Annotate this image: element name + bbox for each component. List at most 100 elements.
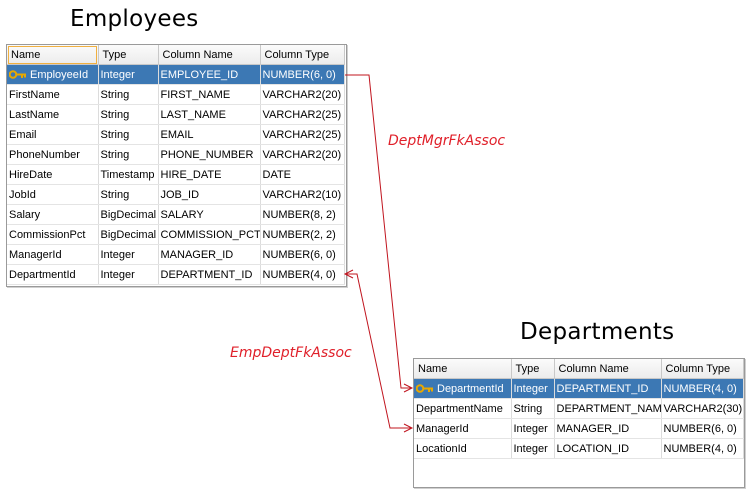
employees-header-row: Name Type Column Name Column Type — [7, 45, 345, 65]
cell-column-name[interactable]: SALARY — [158, 204, 261, 225]
cell-column-type[interactable]: VARCHAR2(25) — [260, 104, 345, 125]
header-name[interactable]: Name — [414, 359, 512, 379]
cell-name[interactable]: HireDate — [7, 164, 99, 185]
cell-column-name[interactable]: LAST_NAME — [158, 104, 261, 125]
header-column-type[interactable]: Column Type — [260, 45, 345, 65]
cell-name[interactable]: FirstName — [7, 84, 99, 105]
cell-name[interactable]: LocationId — [414, 438, 512, 459]
cell-type[interactable]: String — [98, 184, 159, 205]
cell-column-name[interactable]: COMMISSION_PCT — [158, 224, 261, 245]
cell-name[interactable]: Email — [7, 124, 99, 145]
cell-type[interactable]: Integer — [98, 244, 159, 265]
cell-column-type[interactable]: NUMBER(4, 0) — [260, 264, 345, 285]
cell-type[interactable]: String — [98, 124, 159, 145]
cell-type[interactable]: Integer — [98, 64, 159, 85]
cell-type[interactable]: Integer — [511, 418, 555, 439]
cell-column-type[interactable]: DATE — [260, 164, 345, 185]
cell-name-text: EmployeeId — [30, 68, 89, 81]
cell-type[interactable]: Integer — [511, 438, 555, 459]
cell-column-name[interactable]: LOCATION_ID — [554, 438, 662, 459]
dept-mgr-association-label: DeptMgrFkAssoc — [388, 133, 506, 149]
departments-table: Name Type Column Name Column Type Depart… — [414, 359, 744, 459]
cell-column-name[interactable]: MANAGER_ID — [554, 418, 662, 439]
employees-table: Name Type Column Name Column Type Employ… — [7, 45, 345, 285]
cell-column-type[interactable]: NUMBER(8, 2) — [260, 204, 345, 225]
employees-title: Employees — [70, 6, 199, 32]
cell-name[interactable]: Salary — [7, 204, 99, 225]
emp-dept-association-label: EmpDeptFkAssoc — [230, 345, 352, 361]
cell-column-name[interactable]: JOB_ID — [158, 184, 261, 205]
cell-name[interactable]: EmployeeId — [7, 64, 99, 85]
header-type[interactable]: Type — [98, 45, 159, 65]
cell-type[interactable]: Integer — [98, 264, 159, 285]
cell-name-text: DepartmentId — [437, 382, 504, 395]
cell-type[interactable]: String — [98, 104, 159, 125]
header-type[interactable]: Type — [511, 359, 555, 379]
cell-column-type[interactable]: VARCHAR2(20) — [260, 84, 345, 105]
header-name[interactable]: Name — [7, 45, 99, 65]
cell-column-name[interactable]: FIRST_NAME — [158, 84, 261, 105]
cell-name[interactable]: JobId — [7, 184, 99, 205]
cell-type[interactable]: String — [98, 84, 159, 105]
cell-name[interactable]: CommissionPct — [7, 224, 99, 245]
cell-name[interactable]: LastName — [7, 104, 99, 125]
cell-type[interactable]: BigDecimal — [98, 224, 159, 245]
cell-column-type[interactable]: NUMBER(2, 2) — [260, 224, 345, 245]
cell-type[interactable]: Timestamp — [98, 164, 159, 185]
header-column-type[interactable]: Column Type — [661, 359, 744, 379]
primary-key-icon — [416, 384, 433, 393]
cell-column-name[interactable]: MANAGER_ID — [158, 244, 261, 265]
departments-header-row: Name Type Column Name Column Type — [414, 359, 744, 379]
cell-name[interactable]: ManagerId — [414, 418, 512, 439]
cell-column-type[interactable]: VARCHAR2(30) — [661, 398, 744, 419]
header-column-name[interactable]: Column Name — [554, 359, 662, 379]
cell-type[interactable]: BigDecimal — [98, 204, 159, 225]
cell-column-type[interactable]: NUMBER(6, 0) — [260, 64, 345, 85]
cell-column-name[interactable]: DEPARTMENT_NAME — [554, 398, 662, 419]
departments-title: Departments — [520, 319, 675, 345]
cell-type[interactable]: String — [511, 398, 555, 419]
cell-name[interactable]: DepartmentName — [414, 398, 512, 419]
cell-column-type[interactable]: NUMBER(4, 0) — [661, 378, 744, 399]
cell-column-type[interactable]: VARCHAR2(10) — [260, 184, 345, 205]
cell-name[interactable]: ManagerId — [7, 244, 99, 265]
header-column-name[interactable]: Column Name — [158, 45, 261, 65]
cell-type[interactable]: String — [98, 144, 159, 165]
dept-mgr-connector[interactable] — [345, 74, 414, 393]
cell-column-type[interactable]: NUMBER(4, 0) — [661, 438, 744, 459]
cell-column-name[interactable]: EMAIL — [158, 124, 261, 145]
cell-type[interactable]: Integer — [511, 378, 555, 399]
cell-name[interactable]: PhoneNumber — [7, 144, 99, 165]
cell-name[interactable]: DepartmentId — [7, 264, 99, 285]
cell-column-type[interactable]: NUMBER(6, 0) — [260, 244, 345, 265]
cell-column-name[interactable]: DEPARTMENT_ID — [554, 378, 662, 399]
cell-column-name[interactable]: DEPARTMENT_ID — [158, 264, 261, 285]
cell-column-type[interactable]: VARCHAR2(20) — [260, 144, 345, 165]
cell-column-name[interactable]: PHONE_NUMBER — [158, 144, 261, 165]
primary-key-icon — [9, 70, 26, 79]
cell-column-name[interactable]: EMPLOYEE_ID — [158, 64, 261, 85]
cell-column-type[interactable]: VARCHAR2(25) — [260, 124, 345, 145]
cell-column-name[interactable]: HIRE_DATE — [158, 164, 261, 185]
cell-column-type[interactable]: NUMBER(6, 0) — [661, 418, 744, 439]
cell-name[interactable]: DepartmentId — [414, 378, 512, 399]
emp-dept-connector[interactable] — [343, 269, 414, 433]
